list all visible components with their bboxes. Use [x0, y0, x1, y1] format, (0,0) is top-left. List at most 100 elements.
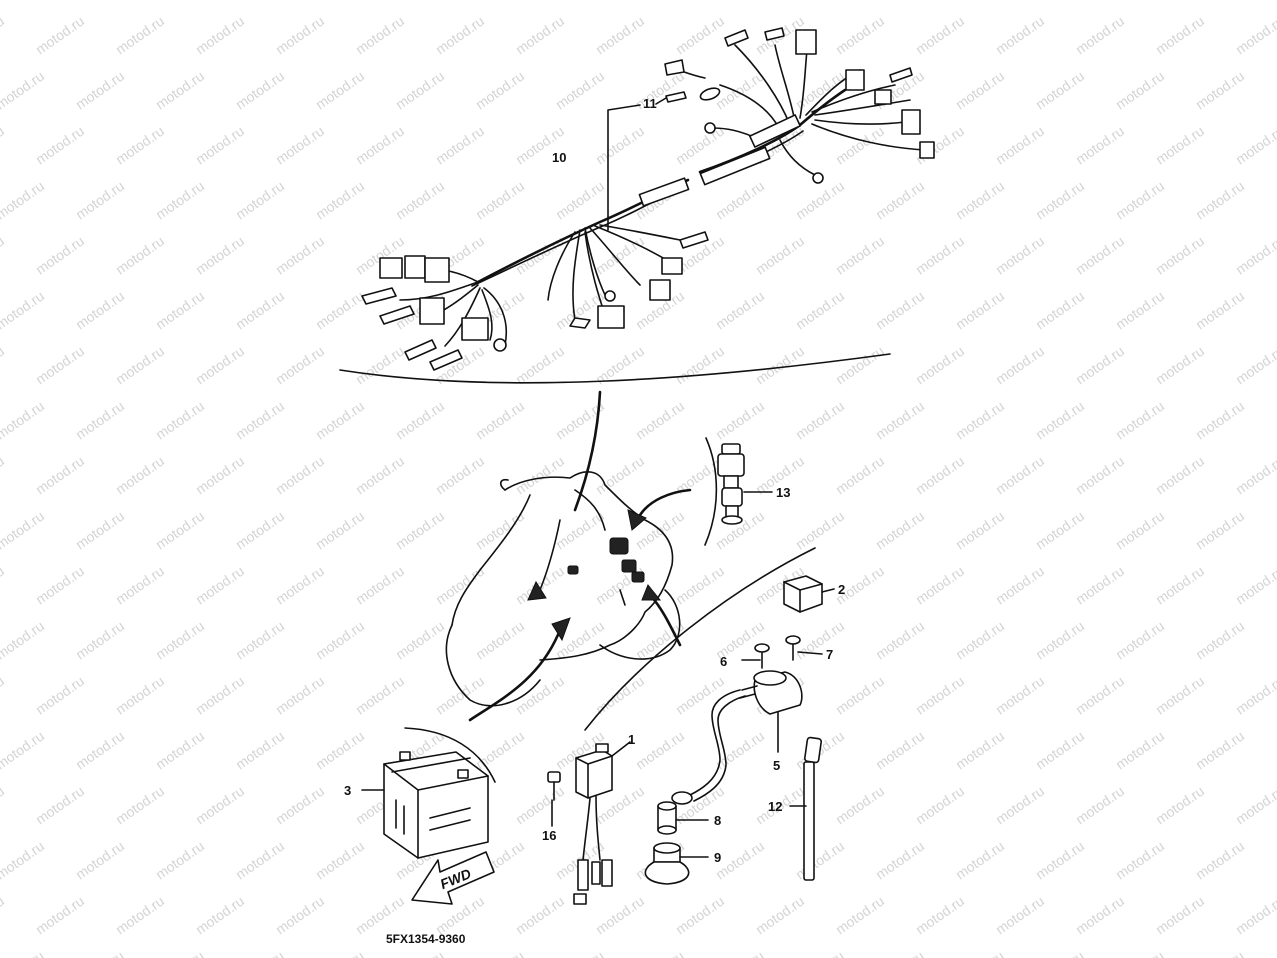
- watermark-text: motod.ru: [153, 68, 207, 113]
- watermark-text: motod.ru: [113, 673, 167, 718]
- watermark-text: motod.ru: [0, 398, 47, 443]
- watermark-text: motod.ru: [433, 453, 487, 498]
- watermark-text: motod.ru: [873, 728, 927, 773]
- watermark-text: motod.ru: [1193, 728, 1247, 773]
- watermark-text: motod.ru: [553, 68, 607, 113]
- watermark-text: motod.ru: [713, 508, 767, 553]
- watermark-text: motod.ru: [873, 398, 927, 443]
- watermark-text: motod.ru: [1033, 0, 1087, 2]
- watermark-text: motod.ru: [793, 398, 847, 443]
- watermark-text: motod.ru: [873, 178, 927, 223]
- watermark-text: motod.ru: [73, 838, 127, 883]
- watermark-text: motod.ru: [593, 13, 647, 58]
- watermark-text: motod.ru: [553, 178, 607, 223]
- watermark-text: motod.ru: [153, 398, 207, 443]
- watermark-text: motod.ru: [633, 398, 687, 443]
- arrow-to-relay: [638, 488, 692, 517]
- watermark-text: motod.ru: [1073, 563, 1127, 608]
- watermark-text: motod.ru: [1153, 783, 1207, 828]
- watermark-text: motod.ru: [953, 728, 1007, 773]
- watermark-text: motod.ru: [0, 68, 47, 113]
- watermark-text: motod.ru: [393, 178, 447, 223]
- watermark-text: motod.ru: [793, 0, 847, 2]
- watermark-text: motod.ru: [953, 178, 1007, 223]
- watermark-text: motod.ru: [313, 288, 367, 333]
- watermark-text: motod.ru: [793, 288, 847, 333]
- callout-13: 13: [776, 485, 790, 500]
- watermark-text: motod.ru: [913, 13, 967, 58]
- watermark-text: motod.ru: [233, 948, 287, 958]
- watermark-text: motod.ru: [233, 398, 287, 443]
- watermark-text: motod.ru: [1193, 398, 1247, 443]
- watermark-text: motod.ru: [993, 233, 1047, 278]
- watermark-text: motod.ru: [0, 123, 7, 168]
- watermark-text: motod.ru: [1153, 453, 1207, 498]
- watermark-text: motod.ru: [113, 893, 167, 938]
- part-6-screw: [754, 643, 770, 669]
- watermark-text: motod.ru: [1193, 0, 1247, 2]
- watermark-text: motod.ru: [673, 563, 727, 608]
- watermark-text: motod.ru: [233, 618, 287, 663]
- watermark-text: motod.ru: [1033, 178, 1087, 223]
- watermark-text: motod.ru: [0, 233, 7, 278]
- fwd-arrow-badge: [411, 851, 495, 905]
- watermark-text: motod.ru: [833, 673, 887, 718]
- watermark-text: motod.ru: [0, 948, 47, 958]
- watermark-text: motod.ru: [73, 398, 127, 443]
- watermark-text: motod.ru: [1073, 343, 1127, 388]
- watermark-text: motod.ru: [1193, 508, 1247, 553]
- watermark-text: motod.ru: [1233, 783, 1277, 828]
- watermark-text: motod.ru: [1113, 728, 1167, 773]
- watermark-text: motod.ru: [993, 343, 1047, 388]
- watermark-text: motod.ru: [73, 948, 127, 958]
- wire-harness: [361, 27, 935, 371]
- watermark-text: motod.ru: [273, 233, 327, 278]
- callout-leaders: [361, 97, 835, 858]
- watermark-text: motod.ru: [513, 343, 567, 388]
- part-1-cdi-unit: [573, 743, 613, 905]
- watermark-text: motod.ru: [473, 0, 527, 2]
- watermark-text: motod.ru: [633, 948, 687, 958]
- watermark-text: motod.ru: [593, 453, 647, 498]
- watermark-text: motod.ru: [153, 948, 207, 958]
- watermark-text: motod.ru: [113, 233, 167, 278]
- watermark-text: motod.ru: [1153, 563, 1207, 608]
- arc-switch-group: [704, 437, 718, 546]
- watermark-text: motod.ru: [313, 398, 367, 443]
- watermark-text: motod.ru: [313, 0, 367, 2]
- watermark-text: motod.ru: [113, 563, 167, 608]
- watermark-text: motod.ru: [273, 123, 327, 168]
- watermark-text: motod.ru: [1153, 233, 1207, 278]
- watermark-text: motod.ru: [73, 508, 127, 553]
- watermark-text: motod.ru: [393, 948, 447, 958]
- watermark-text: motod.ru: [273, 893, 327, 938]
- watermark-text: motod.ru: [633, 0, 687, 2]
- watermark-text: motod.ru: [1033, 288, 1087, 333]
- watermark-text: motod.ru: [153, 0, 207, 2]
- watermark-text: motod.ru: [273, 563, 327, 608]
- watermark-text: motod.ru: [0, 673, 7, 718]
- watermark-text: motod.ru: [793, 838, 847, 883]
- watermark-text: motod.ru: [913, 563, 967, 608]
- watermark-text: motod.ru: [953, 398, 1007, 443]
- watermark-text: motod.ru: [353, 343, 407, 388]
- watermark-text: motod.ru: [953, 288, 1007, 333]
- watermark-text: motod.ru: [1193, 288, 1247, 333]
- watermark-text: motod.ru: [553, 0, 607, 2]
- watermark-text: motod.ru: [1193, 618, 1247, 663]
- watermark-text: motod.ru: [473, 948, 527, 958]
- watermark-text: motod.ru: [73, 288, 127, 333]
- watermark-text: motod.ru: [1033, 398, 1087, 443]
- arrow-head: [641, 584, 662, 601]
- watermark-text: motod.ru: [233, 838, 287, 883]
- watermark-text: motod.ru: [233, 508, 287, 553]
- watermark-text: motod.ru: [153, 618, 207, 663]
- watermark-text: motod.ru: [353, 13, 407, 58]
- watermark-text: motod.ru: [193, 673, 247, 718]
- part-9-cover: [644, 842, 690, 885]
- watermark-text: motod.ru: [473, 728, 527, 773]
- harness-leader-arrow: [573, 390, 602, 512]
- watermark-text: motod.ru: [33, 453, 87, 498]
- watermark-text: motod.ru: [393, 0, 447, 2]
- watermark-text: motod.ru: [993, 123, 1047, 168]
